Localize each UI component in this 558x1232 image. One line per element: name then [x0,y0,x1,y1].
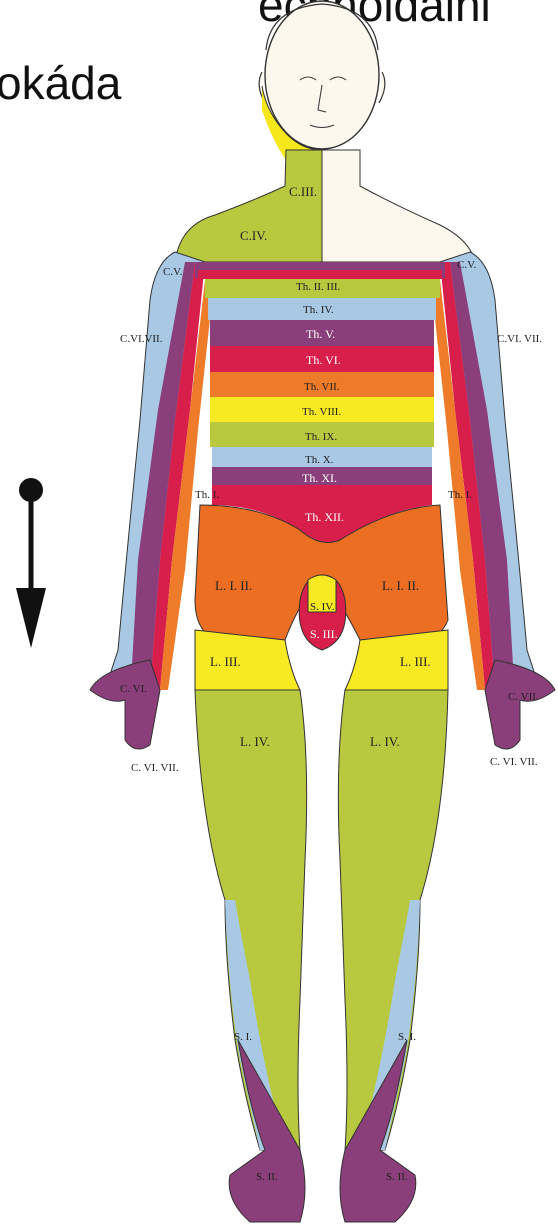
label-th9: Th. IX. [305,431,337,443]
label-c67-right: C.VI. VII. [497,333,542,345]
label-s1-right: S. I. [398,1031,416,1043]
label-l4-right: L. IV. [370,734,400,749]
label-th8: Th. VIII. [302,406,341,418]
label-s4: S. IV. [310,601,335,613]
label-s3: S. III. [310,627,338,641]
label-c6-hand-left: C. VI. [120,683,147,695]
downward-arrow-icon [16,478,46,648]
label-l12-right: L. I. II. [382,578,419,593]
legs [195,690,448,1222]
label-s2-right: S. II. [386,1171,408,1183]
label-l3-left: L. III. [210,654,241,669]
label-l4-left: L. IV. [240,734,270,749]
label-c67-hand-right: C. VI. VII. [490,756,538,768]
label-th6: Th. VI. [306,353,341,367]
label-s2-left: S. II. [256,1171,278,1183]
label-th11: Th. XI. [302,471,337,485]
label-c67-hand-left: C. VI. VII. [131,762,179,774]
label-th12: Th. XII. [305,510,344,524]
left-arm [90,252,212,749]
label-th1-right: Th. I. [448,489,472,501]
label-th10: Th. X. [305,454,334,466]
label-c5-left: C.V. [163,266,183,278]
label-th23: Th. II. III. [296,281,341,293]
label-s1-left: S. I. [234,1031,252,1043]
label-c5-right: C.V. [457,259,477,271]
label-th7: Th. VII. [304,381,340,393]
label-l3-right: L. III. [400,654,431,669]
label-c67-left: C.VI.VII. [120,333,163,345]
label-th5: Th. V. [306,327,335,341]
label-th1-left: Th. I. [195,489,219,501]
label-c4: C.IV. [240,228,267,243]
label-l12-left: L. I. II. [215,578,252,593]
label-c3: C.III. [289,184,317,199]
label-th4: Th. IV. [303,304,334,316]
label-c7-hand-right: C. VII. [508,691,539,703]
